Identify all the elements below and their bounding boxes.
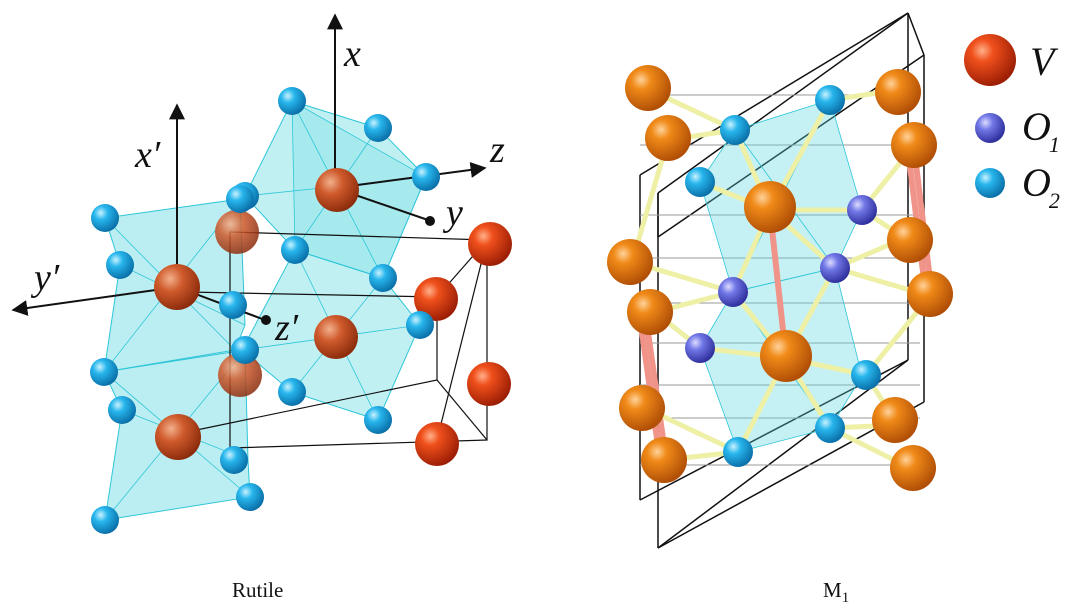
zprime-axis-label: z′ — [274, 307, 299, 349]
rutile-vanadium-atoms — [154, 168, 512, 466]
yprime-axis-label: y′ — [30, 257, 60, 299]
m1-oxygen1-atoms — [685, 195, 877, 363]
legend-o2-swatch — [975, 168, 1005, 198]
legend-v-swatch — [964, 34, 1016, 86]
z-axis-arrow — [334, 161, 487, 189]
y-axis-endpoint — [425, 216, 435, 226]
m1-structure — [607, 12, 953, 549]
legend-v-label: V — [1030, 39, 1059, 84]
xprime-axis-label: x′ — [134, 134, 161, 176]
rutile-structure: x z y x′ y′ z′ — [11, 13, 512, 534]
m1-oxygen2-atoms — [685, 85, 881, 467]
m1-vanadium-atoms — [607, 65, 953, 491]
legend-o1-label: O1 — [1022, 104, 1060, 157]
rutile-caption: Rutile — [232, 578, 284, 602]
legend-o2-label: O2 — [1022, 160, 1060, 213]
legend-o1-swatch — [975, 113, 1005, 143]
yprime-axis-arrow — [11, 286, 178, 316]
legend: V O1 O2 — [964, 34, 1060, 213]
y-axis-label: y — [442, 192, 463, 234]
rutile-oxygen-atoms — [90, 87, 440, 534]
zprime-axis-endpoint — [261, 315, 271, 325]
z-axis-label: z — [489, 129, 505, 171]
m1-caption: M1 — [823, 578, 850, 607]
rutile-unit-cell — [186, 231, 488, 449]
x-axis-label: x — [343, 33, 361, 75]
